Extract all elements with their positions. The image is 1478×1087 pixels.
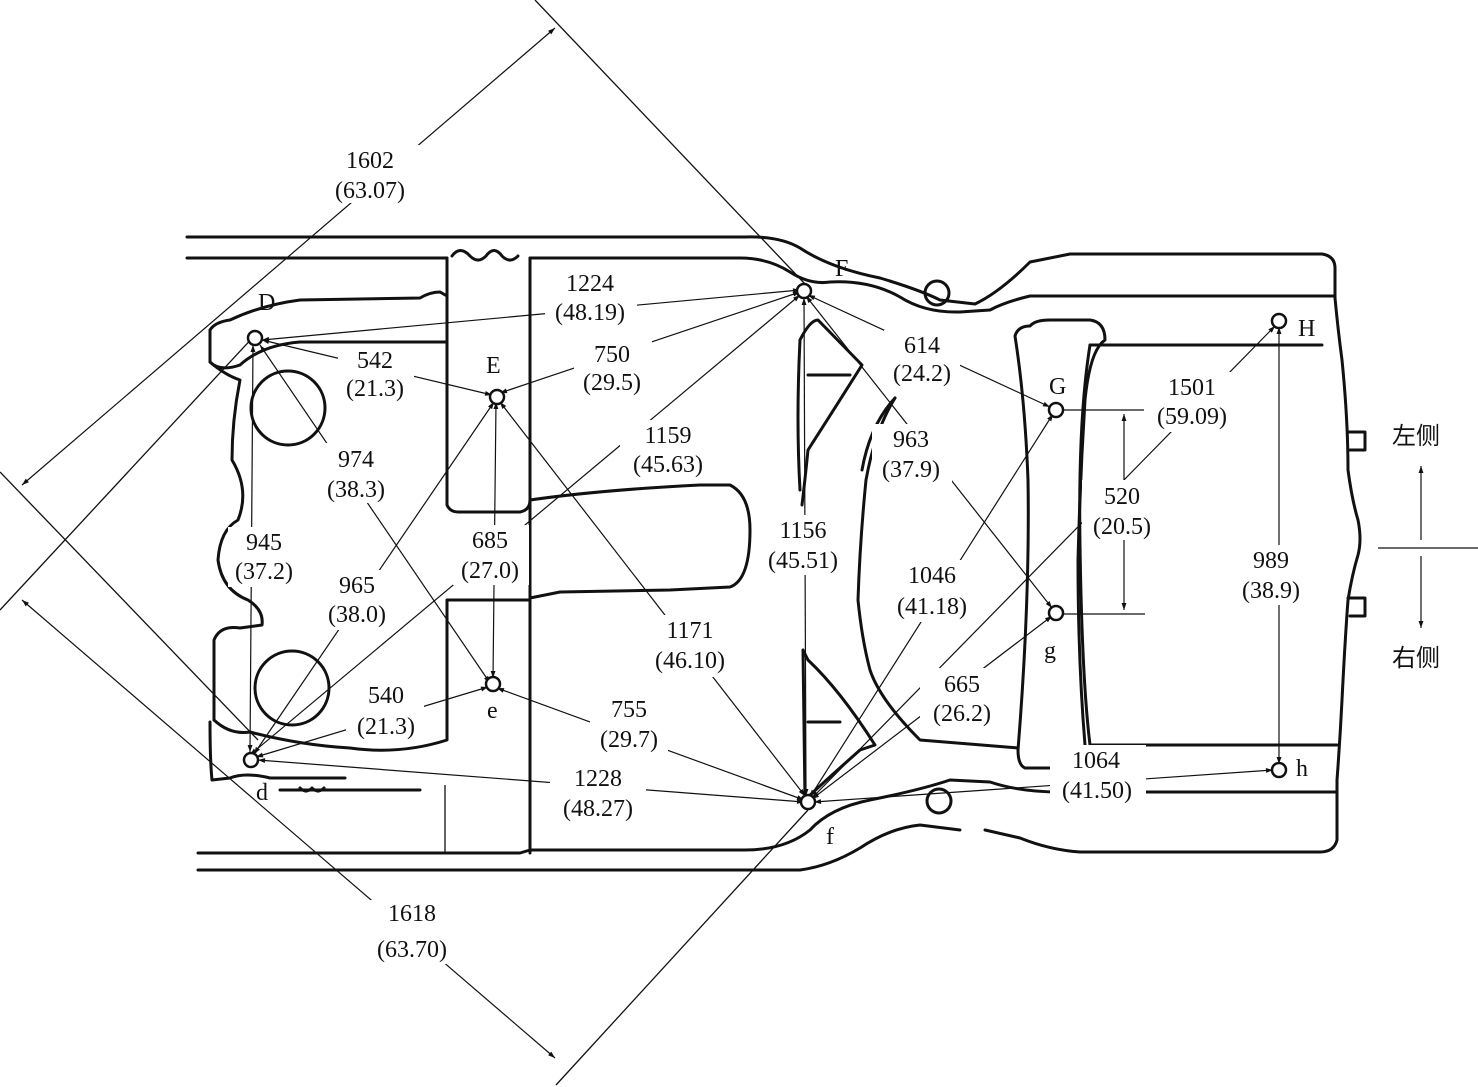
- dim-755: 755 (29.7): [590, 694, 668, 754]
- dim-1159: 1159 (45.63): [620, 420, 716, 480]
- svg-text:(26.2): (26.2): [933, 701, 991, 727]
- dim-614: 614 (24.2): [884, 330, 960, 388]
- svg-text:1046: 1046: [908, 563, 956, 589]
- svg-text:(29.7): (29.7): [600, 727, 658, 753]
- svg-text:963: 963: [893, 427, 929, 453]
- svg-text:989: 989: [1253, 548, 1289, 574]
- point-e: [484, 675, 502, 693]
- dim-945: 945 (37.2): [228, 527, 304, 587]
- label-e: e: [487, 698, 498, 724]
- svg-text:1171: 1171: [666, 618, 713, 644]
- point-H: [1270, 312, 1288, 330]
- svg-text:614: 614: [904, 333, 940, 359]
- svg-text:(37.9): (37.9): [882, 457, 940, 483]
- svg-text:(27.0): (27.0): [461, 558, 519, 584]
- dim-1618: 1618 (63.70): [360, 900, 460, 964]
- point-d: [242, 751, 260, 769]
- dim-1171: 1171 (46.10): [642, 615, 738, 677]
- dim-1156: 1156 (45.51): [756, 515, 852, 575]
- dim-1064: 1064 (41.50): [1050, 745, 1146, 805]
- svg-text:520: 520: [1104, 484, 1140, 510]
- svg-text:755: 755: [611, 697, 647, 723]
- svg-text:540: 540: [368, 683, 404, 709]
- svg-text:1156: 1156: [779, 518, 826, 544]
- left-side-label: 左侧: [1392, 422, 1440, 450]
- svg-text:(45.51): (45.51): [768, 548, 838, 574]
- label-h: h: [1296, 756, 1308, 782]
- point-labels: D d E e F f G g H h: [256, 256, 1315, 850]
- svg-text:945: 945: [246, 530, 282, 556]
- label-f: f: [826, 824, 834, 850]
- dim-685: 685 (27.0): [453, 525, 529, 585]
- label-d: d: [256, 780, 268, 806]
- svg-text:965: 965: [339, 573, 375, 599]
- label-H: H: [1298, 316, 1315, 342]
- svg-text:1618: 1618: [388, 901, 436, 927]
- dim-1228: 1228 (48.27): [550, 763, 646, 825]
- dim-1224: 1224 (48.19): [545, 268, 637, 328]
- svg-text:685: 685: [472, 528, 508, 554]
- svg-text:(63.70): (63.70): [377, 937, 447, 963]
- point-h: [1270, 761, 1288, 779]
- svg-text:542: 542: [357, 348, 393, 374]
- svg-text:974: 974: [338, 447, 374, 473]
- dim-1046: 1046 (41.18): [884, 560, 980, 622]
- svg-text:1159: 1159: [644, 423, 691, 449]
- dim-540: 540 (21.3): [346, 680, 424, 742]
- svg-text:(41.50): (41.50): [1062, 778, 1132, 804]
- label-G: G: [1049, 374, 1066, 400]
- svg-text:1064: 1064: [1072, 748, 1120, 774]
- svg-text:(38.9): (38.9): [1242, 578, 1300, 604]
- svg-text:(48.19): (48.19): [555, 300, 625, 326]
- point-G: [1047, 401, 1065, 419]
- svg-text:(21.3): (21.3): [346, 376, 404, 402]
- svg-text:1224: 1224: [566, 271, 614, 297]
- svg-text:1501: 1501: [1168, 375, 1216, 401]
- svg-text:(46.10): (46.10): [655, 648, 725, 674]
- svg-text:1228: 1228: [574, 766, 622, 792]
- dim-974: 974 (38.3): [318, 443, 394, 503]
- svg-text:(20.5): (20.5): [1093, 514, 1151, 540]
- svg-text:(45.63): (45.63): [633, 452, 703, 478]
- right-side-label: 右侧: [1392, 644, 1440, 672]
- dim-542: 542 (21.3): [338, 345, 414, 403]
- dim-1501: 1501 (59.09): [1144, 372, 1240, 432]
- dim-965: 965 (38.0): [320, 570, 396, 630]
- measurement-points: [242, 282, 1288, 811]
- dim-665: 665 (26.2): [920, 668, 1000, 728]
- svg-text:1602: 1602: [346, 148, 394, 174]
- dim-989: 989 (38.9): [1232, 545, 1312, 605]
- dim-750: 750 (29.5): [574, 340, 652, 398]
- svg-text:(59.09): (59.09): [1157, 404, 1227, 430]
- svg-text:(21.3): (21.3): [357, 714, 415, 740]
- svg-text:(38.0): (38.0): [328, 602, 386, 628]
- side-indicator: 左侧 右侧: [1392, 422, 1440, 672]
- svg-text:665: 665: [944, 672, 980, 698]
- point-F: [795, 282, 813, 300]
- svg-text:(37.2): (37.2): [235, 559, 293, 585]
- svg-text:(29.5): (29.5): [583, 370, 641, 396]
- point-f: [799, 793, 817, 811]
- dim-963: 963 (37.9): [872, 424, 952, 484]
- svg-text:750: 750: [594, 342, 630, 368]
- label-D: D: [258, 290, 275, 316]
- svg-text:(24.2): (24.2): [893, 361, 951, 387]
- point-D: [246, 329, 264, 347]
- label-E: E: [486, 353, 501, 379]
- dim-1602: 1602 (63.07): [320, 145, 420, 204]
- point-E: [488, 388, 506, 406]
- dim-520: 520 (20.5): [1082, 480, 1164, 540]
- point-g: [1047, 604, 1065, 622]
- dimension-labels: 1602 (63.07) 1618 (63.70) 1224 (48.19) 5…: [228, 145, 1312, 964]
- svg-text:(41.18): (41.18): [897, 594, 967, 620]
- label-g: g: [1044, 638, 1056, 664]
- svg-text:(63.07): (63.07): [335, 178, 405, 204]
- svg-text:(48.27): (48.27): [563, 796, 633, 822]
- svg-text:(38.3): (38.3): [327, 477, 385, 503]
- label-F: F: [835, 256, 848, 282]
